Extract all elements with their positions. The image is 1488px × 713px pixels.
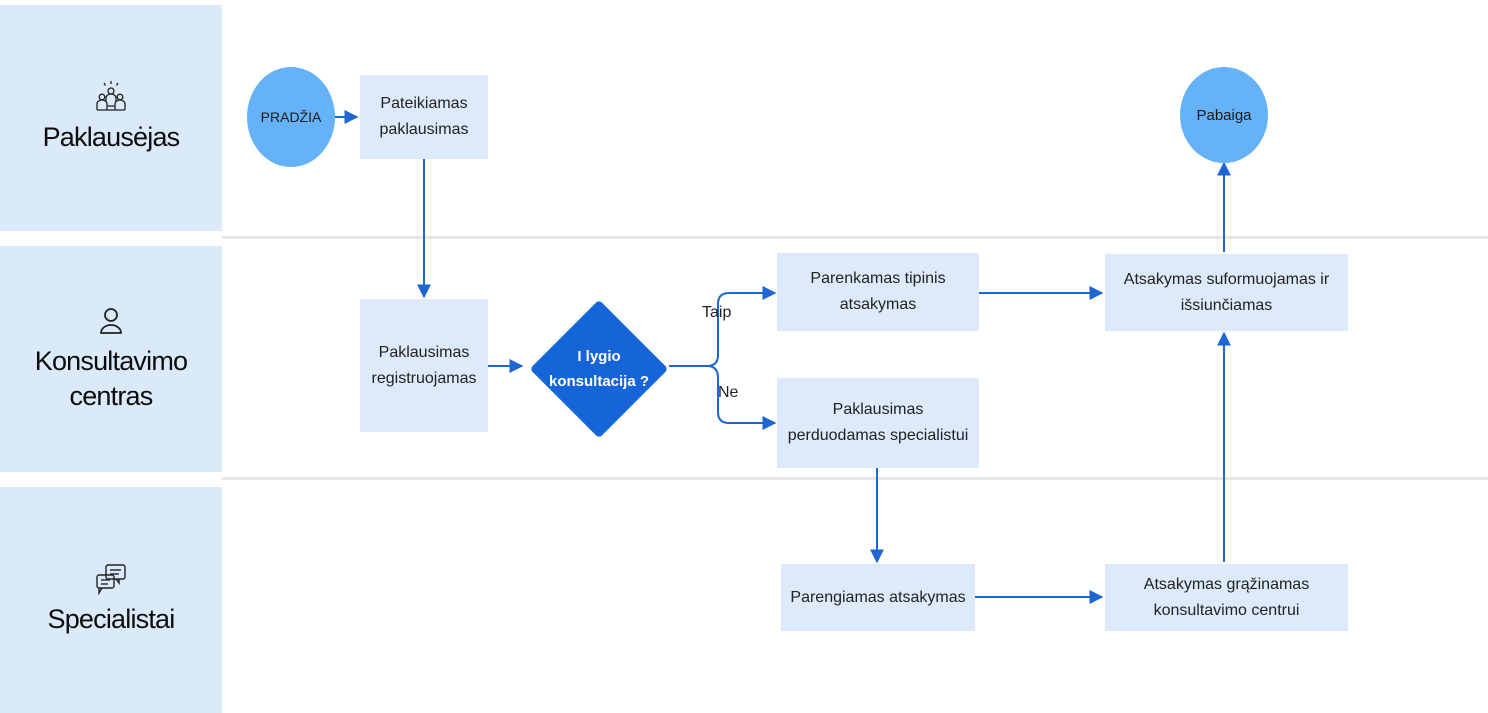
lane-title: Specialistai	[47, 604, 176, 635]
lane-divider	[222, 236, 1488, 239]
start-node[interactable]: PRADŽIA	[247, 67, 335, 167]
step-submit-question[interactable]: Pateikiamas paklausimas	[360, 75, 488, 159]
decision-label: I lygio konsultacija ?	[548, 348, 650, 390]
lane-title: Paklausėjas	[42, 122, 181, 153]
end-node[interactable]: Pabaiga	[1180, 67, 1268, 163]
lane-paklausejas: Paklausėjas	[0, 5, 222, 231]
people-icon	[96, 81, 126, 112]
step-return-answer[interactable]: Atsakymas grąžinamas konsultavimo centru…	[1105, 564, 1348, 631]
arrow-decision-typical	[669, 286, 777, 367]
step-register-question[interactable]: Paklausimas registruojamas	[360, 299, 488, 432]
step-forward-specialist[interactable]: Paklausimas perduodamas specialistui	[777, 378, 979, 468]
step-typical-answer[interactable]: Parenkamas tipinis atsakymas	[777, 253, 979, 331]
lane-divider	[222, 477, 1488, 480]
decision-first-level[interactable]: I lygio konsultacija ?	[529, 299, 669, 439]
edge-label-no: Ne	[718, 384, 739, 401]
lane-konsultavimo-centras: Konsultavimo centras	[0, 246, 222, 472]
lane-title: Konsultavimo centras	[34, 345, 188, 411]
arrow-decision-forward	[669, 365, 777, 430]
person-icon	[100, 308, 122, 334]
step-prepare-answer[interactable]: Parengiamas atsakymas	[781, 564, 975, 631]
chat-bubbles-icon	[96, 564, 126, 596]
edge-label-yes: Taip	[702, 304, 732, 321]
lane-specialistai: Specialistai	[0, 487, 222, 713]
step-form-send-answer[interactable]: Atsakymas suformuojamas ir išsiunčiamas	[1105, 254, 1348, 331]
